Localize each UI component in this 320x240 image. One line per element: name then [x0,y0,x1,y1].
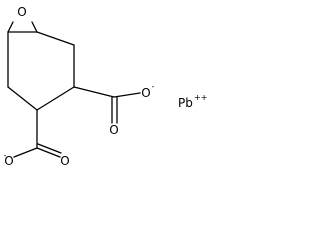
carboxylate-group-2 [13,109,62,158]
epoxide-ring [7,21,38,33]
carboxylate-1-charge-label: - [152,82,155,91]
chemical-structure-diagram: O O - O O - O Pb ++ [4,5,208,168]
bond-c4-carboxyl-carbon [73,86,115,98]
lead-counterion-label: Pb [178,96,193,110]
carboxylate-1-double-oxygen-label: O [109,123,118,137]
bond-c6-c5 [36,31,75,46]
bond-carboxyl-2-single-o [13,147,38,158]
bond-c3-c2 [7,86,38,111]
bond-c4-c3 [36,86,75,111]
carboxylate-2-charge-label: - [4,151,7,160]
cyclohexane-ring [7,31,75,111]
epoxide-oxygen-label: O [17,5,26,19]
carboxylate-2-single-oxygen-label: O [4,154,13,168]
bond-c6-o-epoxide [31,21,38,33]
carboxylate-group-1 [73,86,141,124]
lead-counterion-charge-label: ++ [194,93,207,102]
bond-carboxyl-2-double-o-a [36,147,61,158]
bond-carboxyl-single-o [113,92,141,98]
carboxylate-1-single-oxygen-label: O [141,86,150,100]
carboxylate-2-double-oxygen-label: O [60,154,69,168]
bond-carboxyl-2-double-o-b [37,143,62,154]
bond-c1-o-epoxide [7,21,14,33]
